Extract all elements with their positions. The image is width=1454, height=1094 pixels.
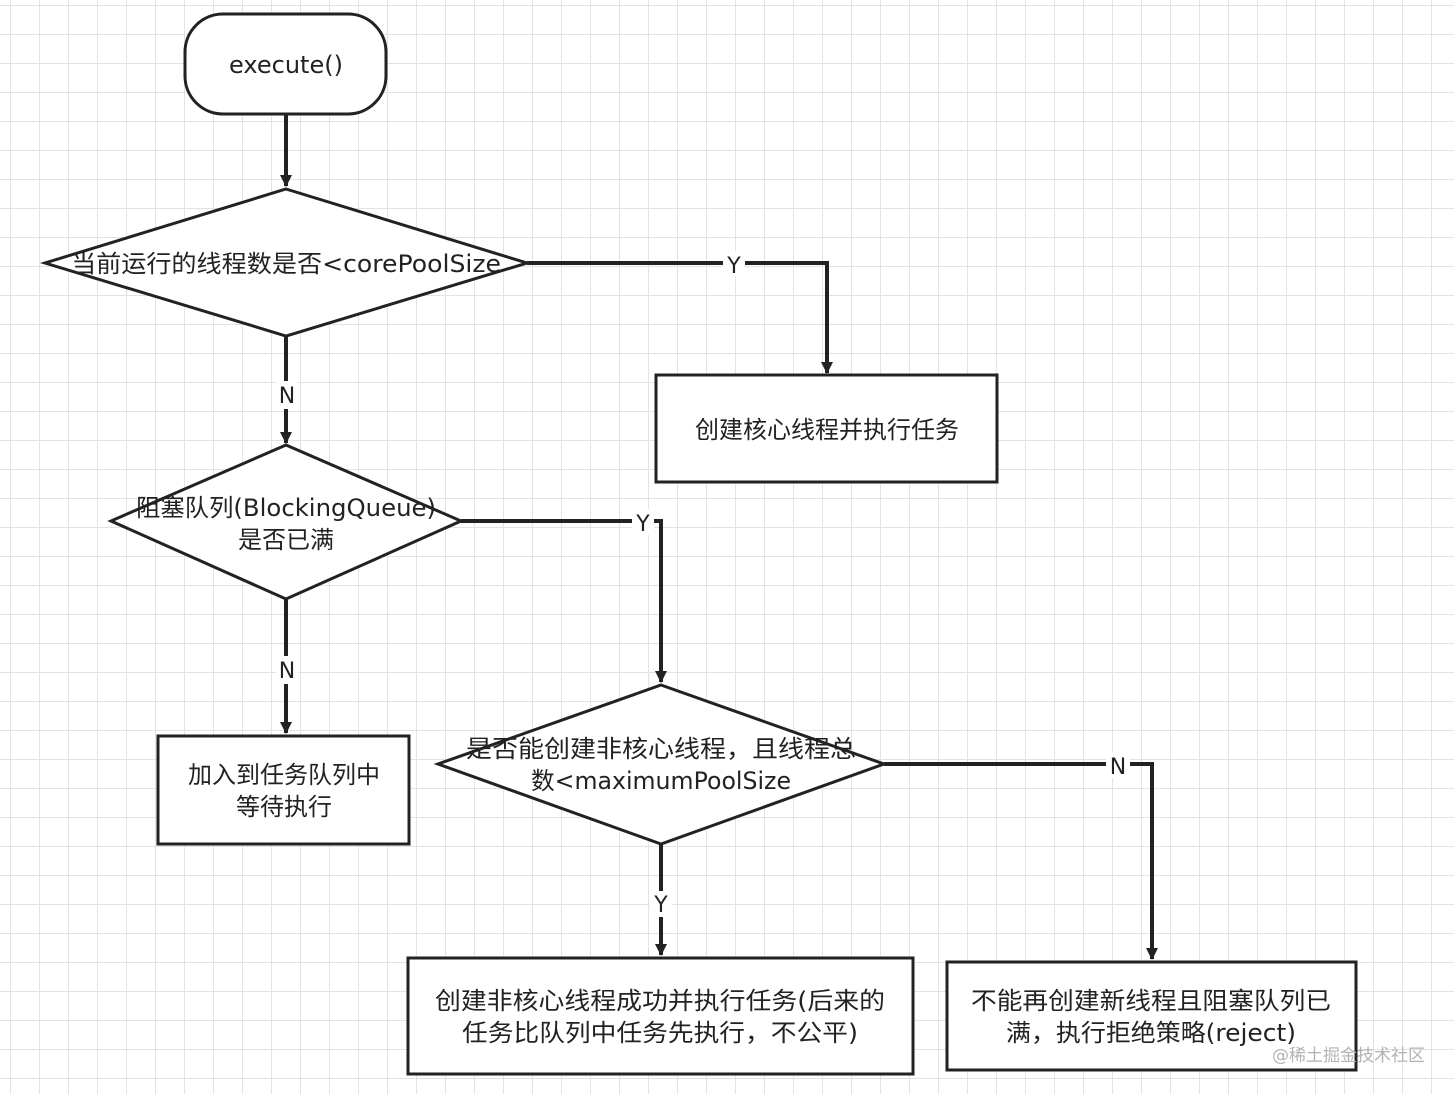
edge-label-max-yes: Y — [653, 893, 668, 918]
queue-full-decision — [107, 443, 465, 601]
max-check-label-line2: 数<maximumPoolSize — [531, 767, 791, 795]
edge-queue-full-yes — [461, 519, 667, 683]
start-label: execute() — [229, 51, 343, 79]
create-noncore-label-line2: 任务比队列中任务先执行，不公平) — [462, 1019, 858, 1047]
enqueue-label-line2: 等待执行 — [236, 793, 332, 821]
edge-core-check-yes — [527, 261, 833, 374]
create-core-process — [654, 373, 999, 484]
enqueue-label-line1: 加入到任务队列中 — [188, 761, 380, 789]
core-check-decision — [39, 187, 533, 338]
watermark-text: @稀土掘金技术社区 — [1272, 1046, 1425, 1066]
core-check-label: 当前运行的线程数是否<corePoolSize — [71, 250, 501, 278]
edge-label-queue-yes: Y — [635, 512, 650, 537]
reject-process — [945, 960, 1358, 1072]
edge-label-core-yes: Y — [726, 254, 741, 279]
start-terminal — [183, 12, 388, 116]
create-core-label: 创建核心线程并执行任务 — [695, 416, 959, 444]
reject-label-line2: 满，执行拒绝策略(reject) — [1006, 1019, 1296, 1047]
queue-full-label-line2: 是否已满 — [238, 526, 334, 554]
edge-label-max-no: N — [1110, 755, 1126, 780]
queue-full-label-line1: 阻塞队列(BlockingQueue) — [136, 494, 436, 522]
edge-label-core-no: N — [279, 384, 295, 409]
edge-max-check-no — [884, 762, 1158, 960]
max-check-label-line1: 是否能创建非核心线程，且线程总 — [466, 735, 856, 763]
max-check-decision — [433, 683, 889, 846]
enqueue-process — [156, 734, 411, 846]
create-noncore-label-line1: 创建非核心线程成功并执行任务(后来的 — [435, 987, 885, 1015]
create-noncore-process — [406, 956, 915, 1076]
edge-label-queue-no: N — [279, 659, 295, 684]
reject-label-line1: 不能再创建新线程且阻塞队列已 — [971, 987, 1331, 1015]
